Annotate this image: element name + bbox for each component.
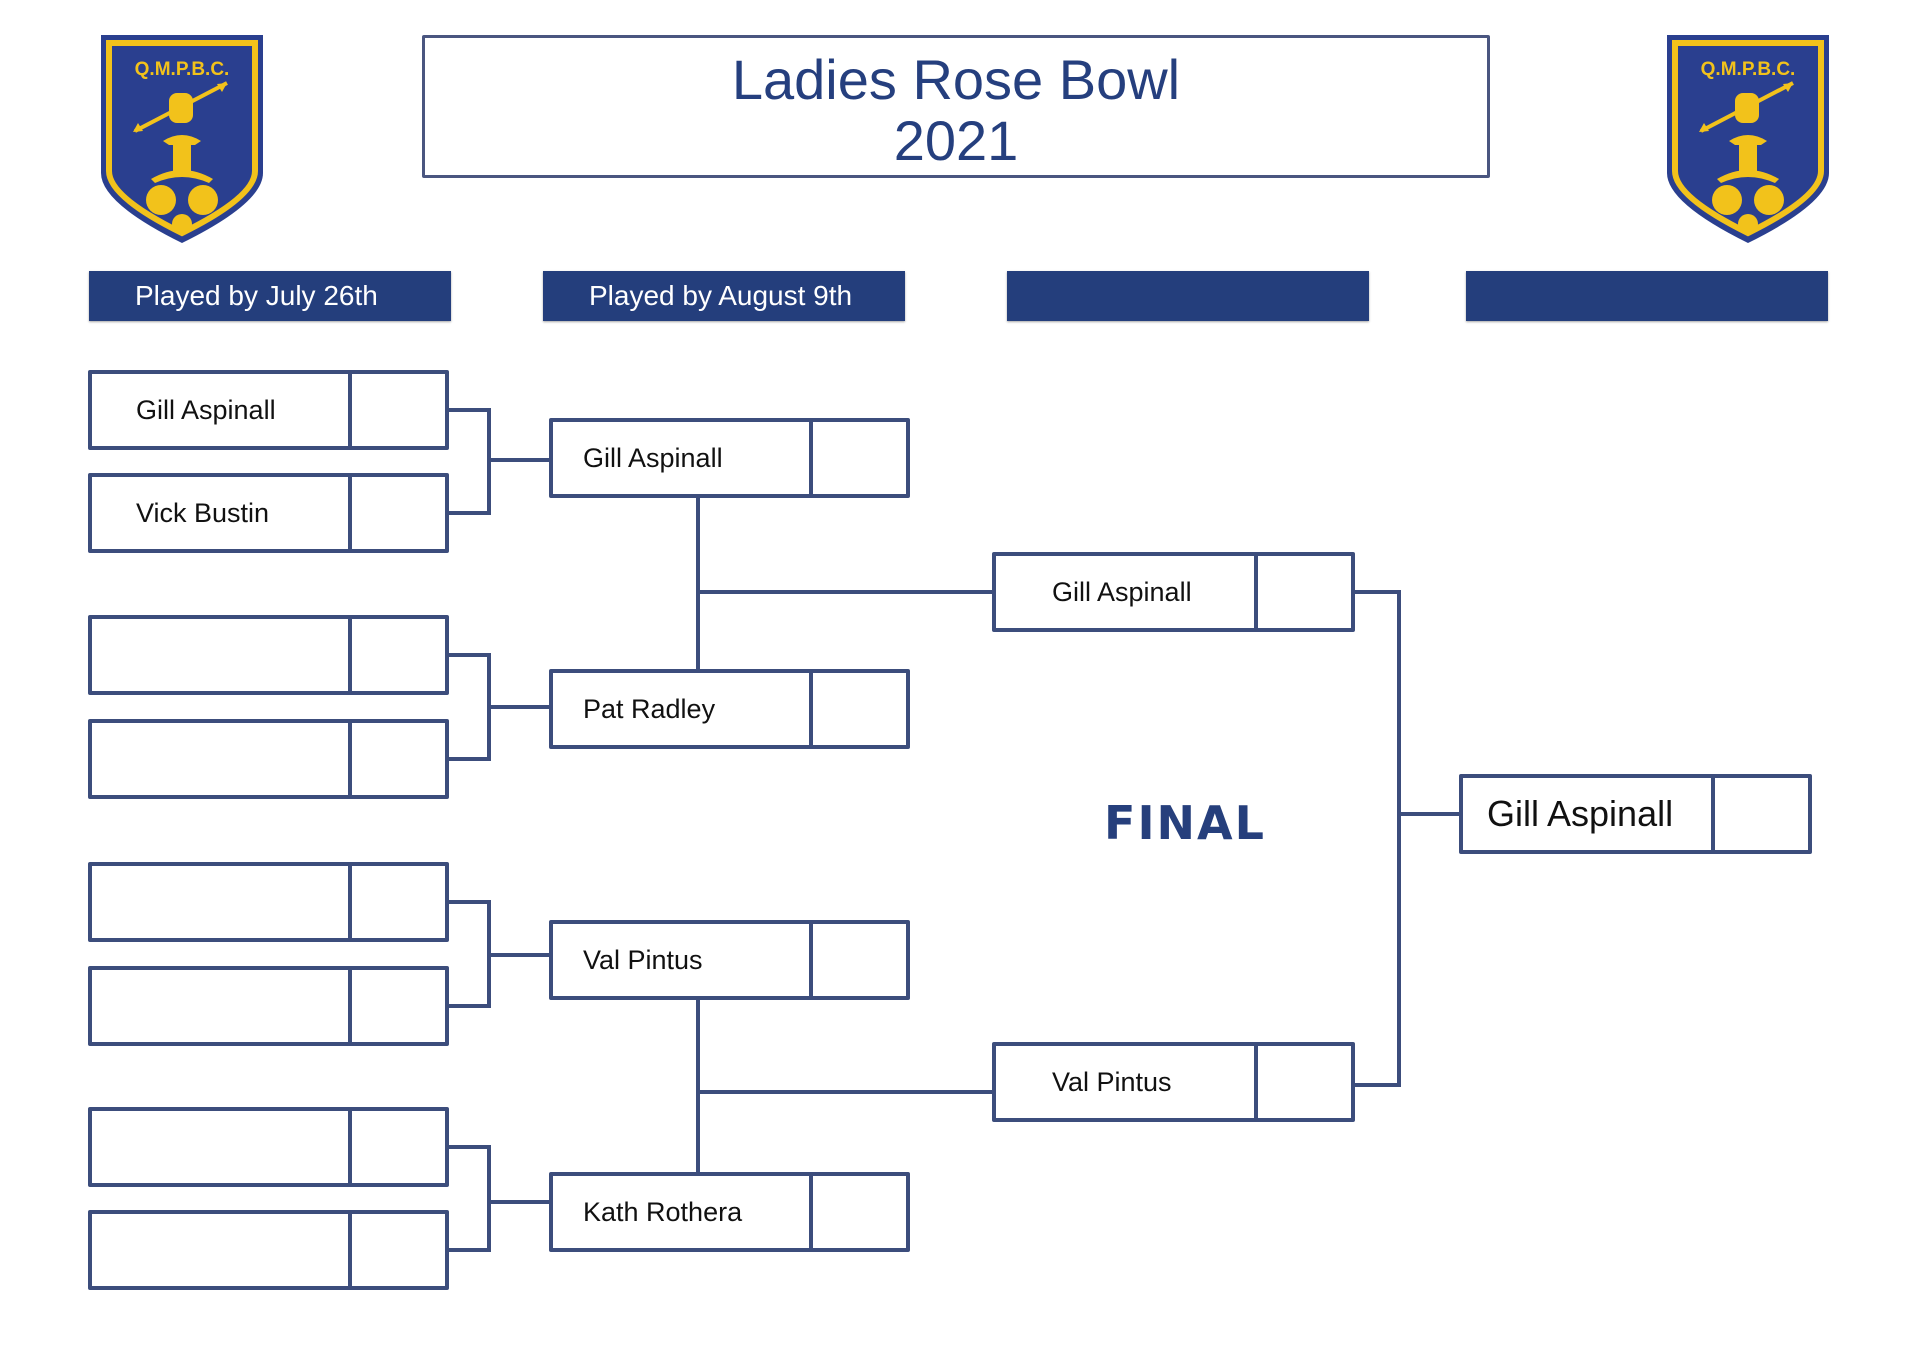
club-crest-right: Q.M.P.B.C. — [1667, 35, 1829, 243]
player-name — [92, 619, 352, 691]
score-cell[interactable] — [352, 866, 445, 938]
connector-r3 — [1355, 590, 1401, 1087]
player-name: Val Pintus — [553, 924, 813, 996]
score-cell[interactable] — [813, 422, 906, 494]
player-name: Val Pintus — [996, 1046, 1258, 1118]
crest-text: Q.M.P.B.C. — [1701, 59, 1796, 80]
player-name — [92, 1214, 352, 1286]
player-name — [92, 723, 352, 795]
winner-slot[interactable]: Gill Aspinall — [1459, 774, 1812, 854]
score-cell[interactable] — [813, 1176, 906, 1248]
score-cell[interactable] — [352, 477, 445, 549]
r1-slot-4[interactable] — [88, 719, 449, 799]
title-box: Ladies Rose Bowl 2021 — [422, 35, 1490, 178]
score-cell[interactable] — [352, 723, 445, 795]
player-name — [92, 866, 352, 938]
r1-slot-1[interactable]: Gill Aspinall — [88, 370, 449, 450]
winner-name: Gill Aspinall — [1463, 778, 1715, 850]
player-name — [92, 970, 352, 1042]
r1-slot-2[interactable]: Vick Bustin — [88, 473, 449, 553]
r1-slot-6[interactable] — [88, 966, 449, 1046]
club-crest-left: Q.M.P.B.C. — [101, 35, 263, 243]
player-name: Gill Aspinall — [92, 374, 352, 446]
player-name: Kath Rothera — [553, 1176, 813, 1248]
connector-r1-4 — [449, 1145, 491, 1252]
page-year: 2021 — [893, 109, 1019, 172]
round-header-3 — [1007, 271, 1369, 321]
connector-r1-1 — [449, 408, 491, 515]
r1-slot-7[interactable] — [88, 1107, 449, 1187]
score-cell[interactable] — [1715, 778, 1808, 850]
player-name: Pat Radley — [553, 673, 813, 745]
player-name: Gill Aspinall — [996, 556, 1258, 628]
player-name: Gill Aspinall — [553, 422, 813, 494]
score-cell[interactable] — [352, 1111, 445, 1183]
r2-slot-4[interactable]: Kath Rothera — [549, 1172, 910, 1252]
score-cell[interactable] — [813, 924, 906, 996]
final-label: FINAL — [1104, 796, 1266, 850]
score-cell[interactable] — [352, 374, 445, 446]
score-cell[interactable] — [1258, 1046, 1351, 1118]
connector-r1-2 — [449, 653, 491, 761]
connector-r1-3 — [449, 900, 491, 1008]
round-header-2: Played by August 9th — [543, 271, 905, 321]
r1-slot-5[interactable] — [88, 862, 449, 942]
score-cell[interactable] — [352, 970, 445, 1042]
player-name — [92, 1111, 352, 1183]
crest-text: Q.M.P.B.C. — [135, 59, 230, 80]
r2-slot-3[interactable]: Val Pintus — [549, 920, 910, 1000]
round-header-1: Played by July 26th — [89, 271, 451, 321]
r1-slot-8[interactable] — [88, 1210, 449, 1290]
score-cell[interactable] — [352, 1214, 445, 1286]
r3-slot-2[interactable]: Val Pintus — [992, 1042, 1355, 1122]
r2-slot-2[interactable]: Pat Radley — [549, 669, 910, 749]
r1-slot-3[interactable] — [88, 615, 449, 695]
score-cell[interactable] — [1258, 556, 1351, 628]
score-cell[interactable] — [352, 619, 445, 691]
round-header-4 — [1466, 271, 1828, 321]
player-name: Vick Bustin — [92, 477, 352, 549]
score-cell[interactable] — [813, 673, 906, 745]
r2-slot-1[interactable]: Gill Aspinall — [549, 418, 910, 498]
r3-slot-1[interactable]: Gill Aspinall — [992, 552, 1355, 632]
page-title: Ladies Rose Bowl — [731, 48, 1181, 111]
